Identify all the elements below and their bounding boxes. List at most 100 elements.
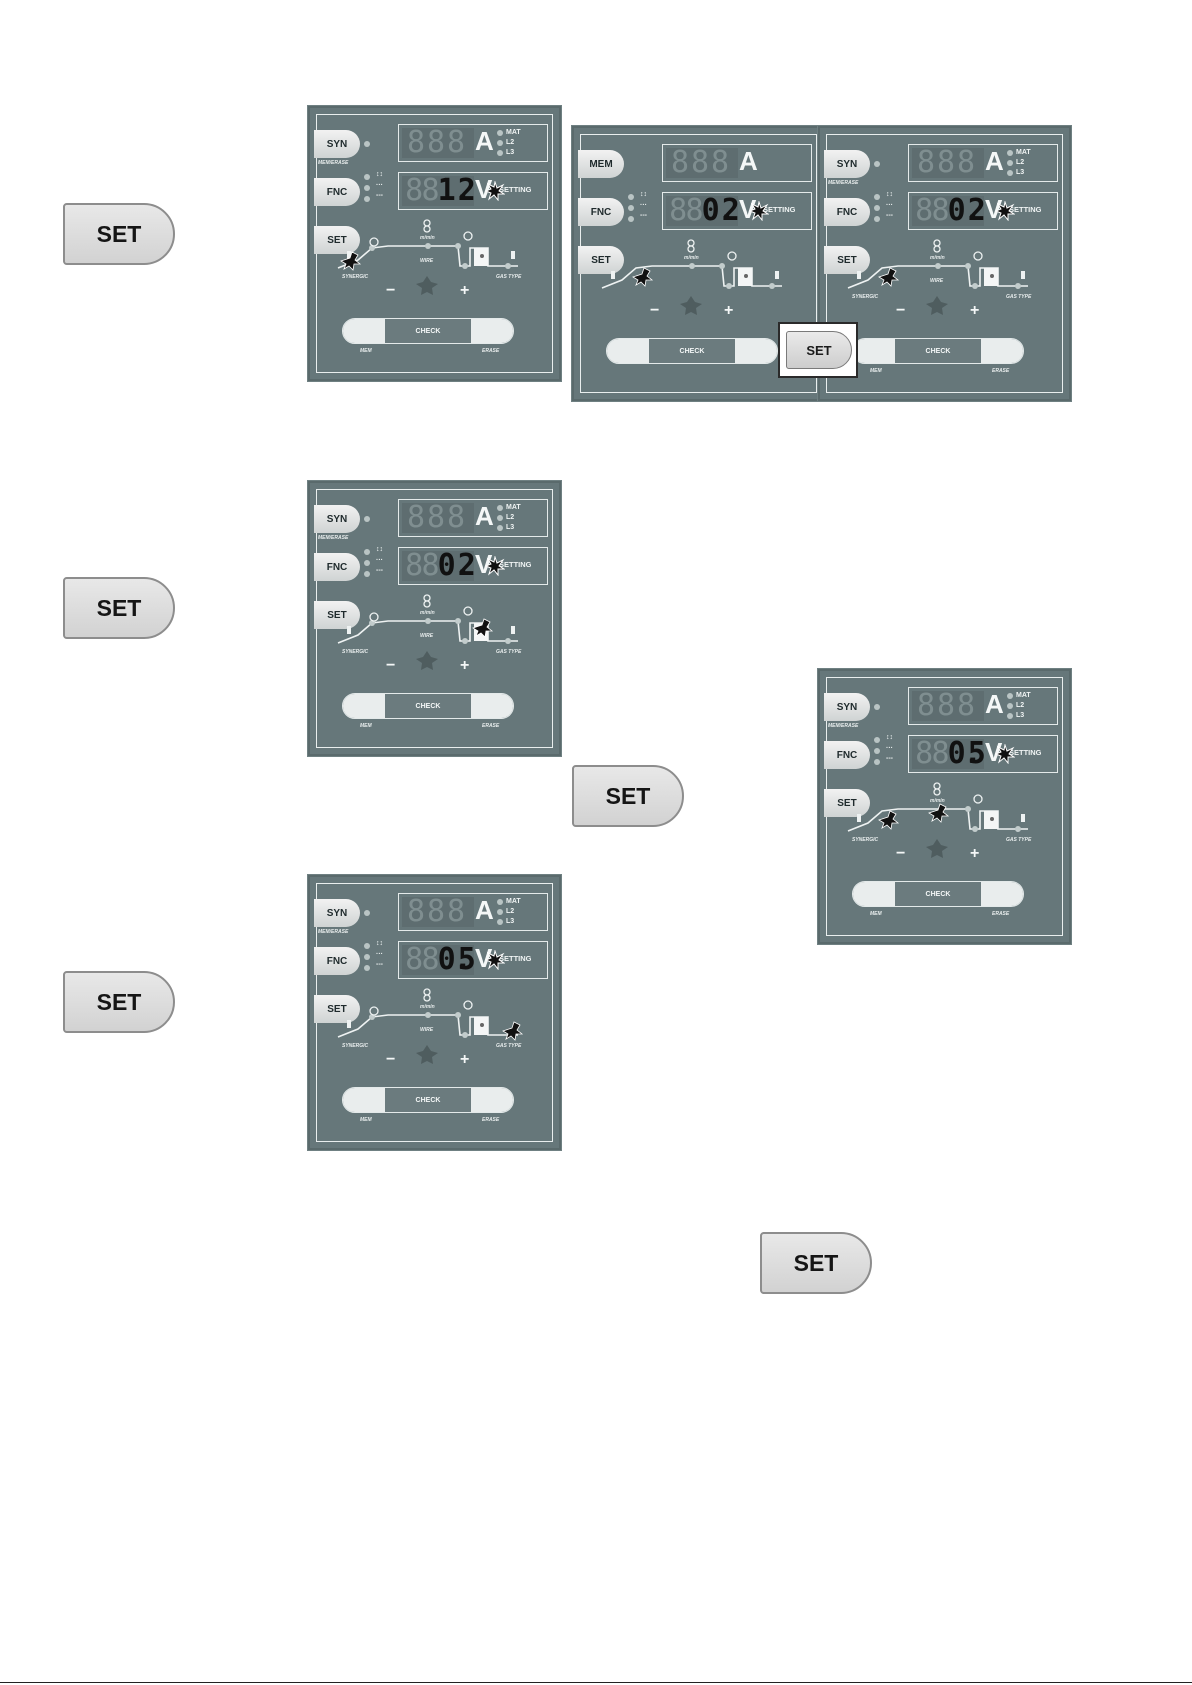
function-bar: CHECK <box>342 1087 514 1113</box>
wire-inch-button[interactable] <box>471 694 513 718</box>
set-button-step-3[interactable]: SET <box>63 971 175 1033</box>
burst-icon <box>502 1021 524 1041</box>
knob-icon <box>926 839 948 858</box>
fnc-button[interactable]: FNC <box>314 178 360 206</box>
function-bar: CHECK <box>606 338 778 364</box>
wire-feed-icon <box>933 782 941 790</box>
clock-icon <box>463 1000 473 1010</box>
clock-icon <box>369 612 379 622</box>
syn-button[interactable]: SYN <box>314 130 360 158</box>
gas-bottle-icon <box>857 814 861 822</box>
syn-button[interactable]: SYN <box>824 150 870 178</box>
minus-label[interactable]: − <box>386 282 396 299</box>
knob-icon <box>680 296 702 315</box>
gas-test-button[interactable] <box>607 339 649 363</box>
set-button-small[interactable]: SET <box>786 331 852 369</box>
fnc-button[interactable]: FNC <box>578 198 624 226</box>
check-button[interactable]: CHECK <box>415 702 441 710</box>
wire-feed-icon <box>687 239 695 247</box>
set-panel-button[interactable]: SET <box>824 789 870 817</box>
wire-feed-icon <box>423 988 431 996</box>
fnc-button[interactable]: FNC <box>314 947 360 975</box>
wire-inch-button[interactable] <box>981 339 1023 363</box>
gas-test-button[interactable] <box>853 882 895 906</box>
wire-inch-button[interactable] <box>471 1088 513 1112</box>
burst-icon <box>485 556 505 576</box>
check-button[interactable]: CHECK <box>925 347 951 355</box>
gas-bottle-icon <box>347 251 351 259</box>
gas-test-button[interactable] <box>343 319 385 343</box>
burst-icon <box>485 181 505 201</box>
set-highlight-box: SET <box>778 322 858 378</box>
burst-icon <box>878 267 900 287</box>
gas-test-button[interactable] <box>343 1088 385 1112</box>
wire-inch-button[interactable] <box>735 339 777 363</box>
knob-icon <box>416 651 438 670</box>
burst-icon <box>995 201 1015 221</box>
gas-test-button[interactable] <box>853 339 895 363</box>
gas-test-button[interactable] <box>343 694 385 718</box>
check-button[interactable]: CHECK <box>415 327 441 335</box>
gas-bottle-icon <box>775 271 779 279</box>
set-panel-button[interactable]: SET <box>314 226 360 254</box>
function-bar: CHECK <box>342 693 514 719</box>
weld-sequence-diagram <box>337 988 524 1064</box>
clock-icon <box>973 251 983 261</box>
set-button-step-5[interactable]: SET <box>760 1232 872 1294</box>
wire-feed-icon <box>423 219 431 227</box>
plus-label[interactable]: + <box>460 282 470 299</box>
set-panel-button[interactable]: SET <box>578 246 624 274</box>
clock-icon <box>369 237 379 247</box>
gas-bottle-icon <box>1021 271 1025 279</box>
check-button[interactable]: CHECK <box>679 347 705 355</box>
wire-feed-icon <box>933 239 941 247</box>
clock-icon <box>369 1006 379 1016</box>
wire-inch-button[interactable] <box>471 319 513 343</box>
burst-icon <box>995 744 1015 764</box>
syn-button[interactable]: SYN <box>314 505 360 533</box>
wire-inch-button[interactable] <box>981 882 1023 906</box>
set-panel-button[interactable]: SET <box>314 995 360 1023</box>
function-bar: CHECK <box>852 338 1024 364</box>
clock-icon <box>463 606 473 616</box>
page-bottom-rule <box>0 1682 1192 1683</box>
fnc-button[interactable]: FNC <box>824 741 870 769</box>
burst-icon <box>472 618 494 638</box>
burst-icon <box>749 201 769 221</box>
weld-sequence-diagram <box>337 219 518 295</box>
set-panel-button[interactable]: SET <box>314 601 360 629</box>
set-button-step-2[interactable]: SET <box>63 577 175 639</box>
check-button[interactable]: CHECK <box>925 890 951 898</box>
gas-bottle-icon <box>611 271 615 279</box>
gas-bottle-icon <box>857 271 861 279</box>
weld-sequence-diagram <box>847 782 1028 858</box>
syn-button[interactable]: SYN <box>314 899 360 927</box>
mem-button[interactable]: MEM <box>578 150 624 178</box>
syn-button[interactable]: SYN <box>824 693 870 721</box>
set-button-step-4[interactable]: SET <box>572 765 684 827</box>
set-panel-button[interactable]: SET <box>824 246 870 274</box>
fnc-button[interactable]: FNC <box>824 198 870 226</box>
fnc-button[interactable]: FNC <box>314 553 360 581</box>
set-button-step-1[interactable]: SET <box>63 203 175 265</box>
function-bar: CHECK <box>852 881 1024 907</box>
gas-bottle-icon <box>347 626 351 634</box>
clock-icon <box>973 794 983 804</box>
weld-sequence-diagram <box>601 239 782 315</box>
check-button[interactable]: CHECK <box>415 1096 441 1104</box>
burst-icon <box>928 803 950 823</box>
knob-icon <box>416 276 438 295</box>
